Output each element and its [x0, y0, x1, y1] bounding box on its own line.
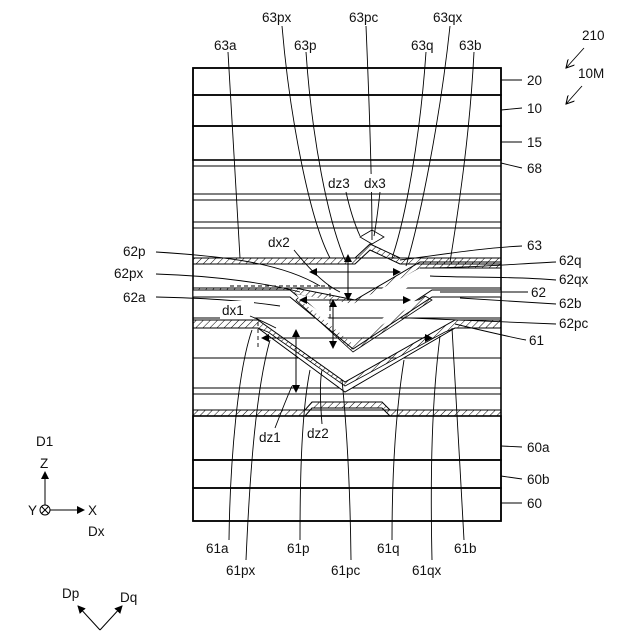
- label-60a: 60a: [527, 440, 550, 455]
- axis-dp-label: Dp: [62, 586, 79, 601]
- axis-dq-arrow: [100, 606, 122, 630]
- axes-legend: D1 Z Y X Dx Dp Dq: [28, 434, 137, 630]
- label-dx3: dx3: [364, 176, 386, 191]
- axis-dq-label: Dq: [120, 590, 137, 605]
- label-61p: 61p: [287, 541, 310, 556]
- label-dz2: dz2: [307, 426, 329, 441]
- label-62px: 62px: [114, 266, 144, 281]
- label-61q: 61q: [377, 541, 400, 556]
- label-62pc: 62pc: [559, 316, 589, 331]
- axis-dx-label: Dx: [88, 524, 105, 539]
- label-10: 10: [527, 101, 542, 116]
- axis-y-label: Y: [28, 503, 37, 518]
- label-63a: 63a: [214, 38, 237, 53]
- layer-20: [193, 68, 501, 95]
- label-63b: 63b: [459, 38, 482, 53]
- label-dz1: dz1: [259, 430, 281, 445]
- ref-10M: 10M: [578, 66, 604, 81]
- label-dz3: dz3: [328, 176, 350, 191]
- label-61a: 61a: [206, 541, 229, 556]
- label-61: 61: [529, 333, 544, 348]
- label-61px: 61px: [226, 563, 256, 578]
- label-20: 20: [527, 73, 542, 88]
- layer-10: [193, 95, 501, 126]
- label-62q: 62q: [559, 253, 582, 268]
- layer-60: [193, 488, 501, 521]
- label-62a: 62a: [123, 290, 146, 305]
- label-61pc: 61pc: [331, 563, 361, 578]
- label-63qx: 63qx: [433, 10, 463, 25]
- label-63: 63: [527, 238, 542, 253]
- label-62p: 62p: [123, 244, 146, 259]
- layer-15: [193, 126, 501, 160]
- axis-x-label: X: [88, 503, 97, 518]
- groove-63: [193, 262, 501, 306]
- figure-refs: 210 10M: [566, 28, 605, 104]
- layer-68: [193, 160, 501, 166]
- label-dx2: dx2: [268, 235, 290, 250]
- label-63q: 63q: [411, 38, 434, 53]
- label-60b: 60b: [527, 472, 550, 487]
- label-15: 15: [527, 135, 542, 150]
- label-61b: 61b: [454, 541, 477, 556]
- label-63p: 63p: [294, 38, 317, 53]
- label-62: 62: [531, 285, 546, 300]
- bottom-bump: [193, 402, 501, 416]
- label-dx1: dx1: [222, 303, 244, 318]
- label-62b: 62b: [559, 296, 582, 311]
- layer-thin-b: [193, 222, 501, 228]
- axis-z-label: Z: [40, 456, 48, 471]
- layer-upper-b: [193, 200, 501, 222]
- label-61qx: 61qx: [412, 563, 442, 578]
- top-labels: 63a 63px 63p 63pc 63q 63qx 63b: [214, 10, 482, 53]
- label-63pc: 63pc: [349, 10, 379, 25]
- label-62qx: 62qx: [559, 272, 589, 287]
- label-60: 60: [527, 496, 542, 511]
- axis-dp-arrow: [78, 606, 100, 630]
- layer-60b: [193, 460, 501, 488]
- axis-d1-label: D1: [36, 434, 53, 449]
- label-63px: 63px: [262, 10, 292, 25]
- label-68: 68: [527, 161, 542, 176]
- ref-210: 210: [582, 28, 605, 43]
- left-labels: 62p 62px 62a: [114, 244, 146, 305]
- right-labels: 20 10 15 68 63 62q 62qx 62 62b 62pc 61 6…: [527, 73, 589, 511]
